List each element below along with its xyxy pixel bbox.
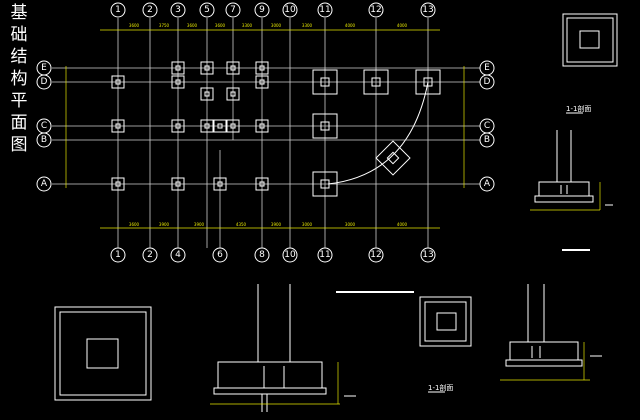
right-axis-label: B xyxy=(484,135,490,145)
footing-detail-middle-right: 1-1剖面 xyxy=(419,296,472,393)
top-axis-label: 3 xyxy=(175,5,181,15)
title-char-7: 图 xyxy=(11,135,28,155)
bottom-axis-label: 13 xyxy=(422,250,433,260)
top-dim-9: 4000 xyxy=(397,23,408,28)
bottom-axis-label: 1 xyxy=(115,250,121,260)
top-dim-2: 3750 xyxy=(159,23,170,28)
bottom-dim-3: 3900 xyxy=(194,222,205,227)
large-footings xyxy=(312,69,441,197)
top-axis-label: 13 xyxy=(422,5,433,15)
right-axis-label: A xyxy=(484,179,491,189)
bottom-dim-5: 3900 xyxy=(271,222,282,227)
footing-detail-bottom-left xyxy=(54,306,152,401)
title-char-5: 平 xyxy=(11,91,28,111)
top-dim-3: 3600 xyxy=(187,23,198,28)
bottom-axis-label: 11 xyxy=(319,250,330,260)
bottom-axis-label: 12 xyxy=(370,250,381,260)
section-label-2: 1-1剖面 xyxy=(428,383,453,392)
curved-wall-line xyxy=(327,81,429,185)
title-char-6: 面 xyxy=(11,113,28,133)
grid-lines-vertical xyxy=(117,18,429,248)
top-axis-label: 7 xyxy=(230,5,236,15)
top-axis-label: 12 xyxy=(370,5,381,15)
section-detail-right-1: 1-1剖面 xyxy=(530,104,613,211)
bottom-dim-4: 4350 xyxy=(236,222,247,227)
section-label-1: 1-1剖面 xyxy=(566,104,591,113)
title-char-2: 础 xyxy=(11,25,28,45)
bottom-dim-1: 3600 xyxy=(129,222,140,227)
left-axis-label: A xyxy=(41,179,48,189)
top-axis-label: 10 xyxy=(284,5,296,15)
bottom-axis-label: 10 xyxy=(284,250,296,260)
left-axis-label: D xyxy=(41,77,48,87)
top-dim-5: 3300 xyxy=(242,23,253,28)
right-axis-label: E xyxy=(484,63,490,73)
grid-lines-horizontal xyxy=(52,67,480,185)
drawing-title: 基 础 结 构 平 面 图 xyxy=(11,3,28,155)
left-axis-label: C xyxy=(41,121,47,131)
section-detail-bottom-right xyxy=(500,284,602,381)
right-axis-bubbles: E D C B A xyxy=(479,60,495,192)
top-dim-7: 3300 xyxy=(302,23,313,28)
top-axis-label: 2 xyxy=(147,5,153,15)
top-axis-bubbles: 1 2 3 5 7 9 10 11 12 13 xyxy=(110,2,436,18)
top-axis-label: 11 xyxy=(319,5,330,15)
title-char-1: 基 xyxy=(11,3,28,23)
right-axis-label: D xyxy=(484,77,491,87)
top-axis-label: 9 xyxy=(259,5,265,15)
top-dim-6: 3000 xyxy=(271,23,282,28)
top-axis-label: 5 xyxy=(204,5,210,15)
footing-detail-top-right xyxy=(562,13,618,67)
top-axis-label: 1 xyxy=(115,5,121,15)
bottom-axis-label: 8 xyxy=(259,250,265,260)
top-dim-1: 3600 xyxy=(129,23,140,28)
right-axis-label: C xyxy=(484,121,490,131)
bottom-axis-bubbles: 1 2 4 6 8 10 11 12 13 xyxy=(110,247,436,263)
left-axis-label: B xyxy=(41,135,47,145)
bottom-dim-8: 4000 xyxy=(397,222,408,227)
bottom-axis-label: 4 xyxy=(175,250,181,260)
bottom-dim-2: 3900 xyxy=(159,222,170,227)
dimension-lines: 3600 3750 3600 3600 3300 3000 3300 4000 … xyxy=(65,23,465,229)
top-dim-4: 3600 xyxy=(215,23,226,28)
top-dim-8: 4000 xyxy=(345,23,356,28)
small-footings xyxy=(111,61,269,191)
bottom-dim-6: 3000 xyxy=(302,222,313,227)
title-char-4: 构 xyxy=(11,69,28,89)
bottom-dim-7: 3000 xyxy=(345,222,356,227)
left-axis-bubbles: E D C B A xyxy=(36,60,52,192)
left-axis-label: E xyxy=(41,63,47,73)
bottom-axis-label: 6 xyxy=(217,250,223,260)
title-char-3: 结 xyxy=(11,47,28,67)
bottom-axis-label: 2 xyxy=(147,250,153,260)
section-detail-middle xyxy=(210,284,356,412)
